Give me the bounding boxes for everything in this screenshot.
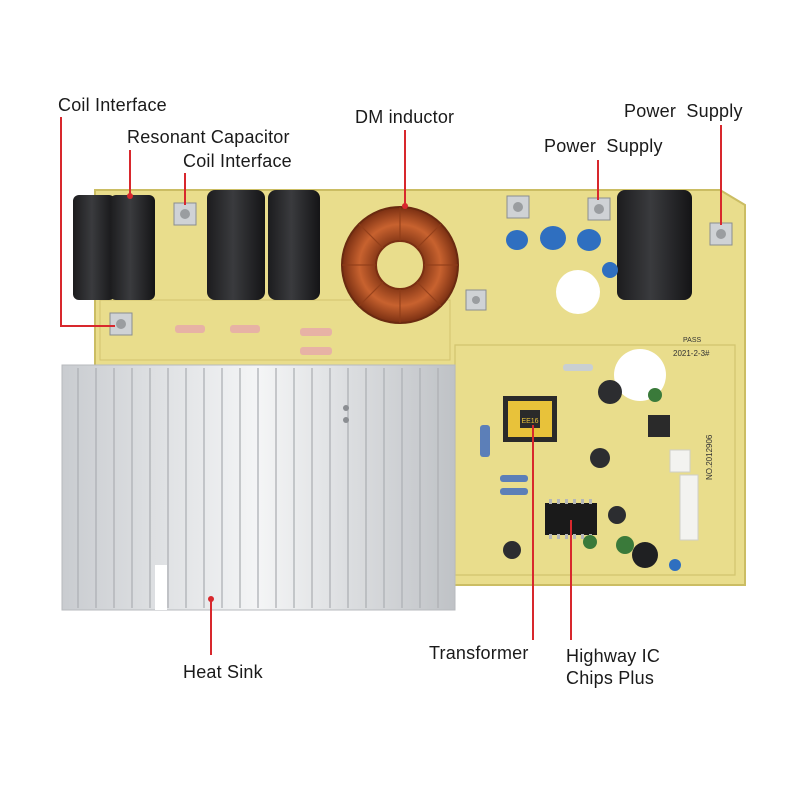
mount-hole	[614, 349, 666, 401]
board-pass-mark: PASS	[683, 337, 701, 344]
capacitor	[207, 190, 265, 300]
callout-line	[570, 520, 572, 640]
capacitor	[110, 195, 155, 300]
electrolytic-capacitor-group	[503, 380, 699, 568]
callout-line	[60, 117, 62, 327]
callout-line	[532, 425, 534, 640]
label-heat-sink: Heat Sink	[183, 662, 263, 682]
heat-sink-part	[61, 364, 456, 611]
label-highway-ic-line1: Highway IC	[566, 646, 661, 666]
small-capacitor-group	[506, 226, 681, 571]
callout-line	[60, 325, 115, 327]
callout-dot	[127, 193, 133, 199]
mount-hole	[556, 270, 600, 314]
label-coil-interface-left: Coil Interface	[58, 95, 167, 115]
dm-inductor-coil	[341, 206, 459, 324]
callout-line	[404, 130, 406, 208]
label-dm-inductor: DM inductor	[355, 107, 455, 127]
callout-dot	[402, 203, 408, 209]
transformer-part: EE16	[503, 396, 557, 442]
board-model-mark: NO.2012906	[705, 434, 714, 480]
label-transformer: Transformer	[429, 643, 529, 663]
callout-dot	[208, 596, 214, 602]
label-resonant-capacitor: Resonant Capacitor	[127, 127, 290, 147]
callout-line	[184, 173, 186, 205]
label-power-supply-mid: Power Supply	[544, 136, 663, 156]
resonant-capacitor-group	[73, 190, 692, 300]
label-coil-interface-mid: Coil Interface	[183, 151, 292, 171]
board-date-mark: 2021-2-3#	[673, 349, 710, 358]
label-highway-ic-line2: Chips Plus	[566, 668, 655, 688]
capacitor	[268, 190, 320, 300]
terminal-group	[109, 195, 733, 336]
transformer-chip-mark: EE16	[521, 418, 538, 425]
callout-line	[129, 150, 131, 197]
callout-line	[597, 160, 599, 200]
pcb-trace-outline	[99, 299, 451, 361]
label-power-supply-right: Power Supply	[624, 101, 743, 121]
capacitor	[73, 195, 115, 300]
callout-line	[210, 600, 212, 655]
resistor-group	[175, 325, 593, 495]
capacitor	[617, 190, 692, 300]
callout-line	[720, 125, 722, 225]
